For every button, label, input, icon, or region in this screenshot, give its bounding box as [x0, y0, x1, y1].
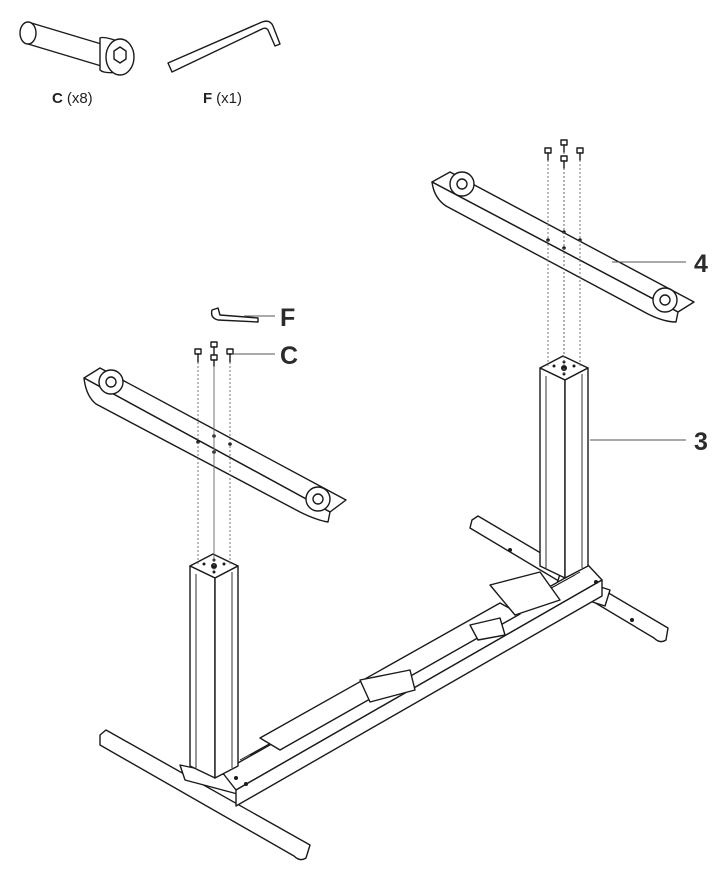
base-beam — [221, 548, 634, 807]
callout-crossbar: 4 — [694, 250, 708, 278]
left-crossbar — [83, 367, 347, 523]
bolt-icon — [19, 21, 135, 76]
right-leg-column — [539, 355, 589, 579]
hex-key-label: F(x1) — [203, 90, 242, 107]
bolt-label: C(x8) — [52, 90, 93, 107]
right-crossbar — [431, 171, 695, 323]
left-leg-column — [189, 553, 239, 779]
left-bolts — [194, 341, 234, 367]
callout-bolts: C — [280, 342, 298, 370]
callout-hex-key: F — [280, 304, 295, 332]
hex-key-icon — [167, 20, 281, 73]
callout-leg-column: 3 — [694, 428, 708, 456]
right-bolt-guides — [547, 152, 581, 374]
right-bolts — [544, 139, 584, 169]
left-bolt-guides — [197, 356, 231, 572]
hex-key-in-scene — [210, 307, 259, 323]
